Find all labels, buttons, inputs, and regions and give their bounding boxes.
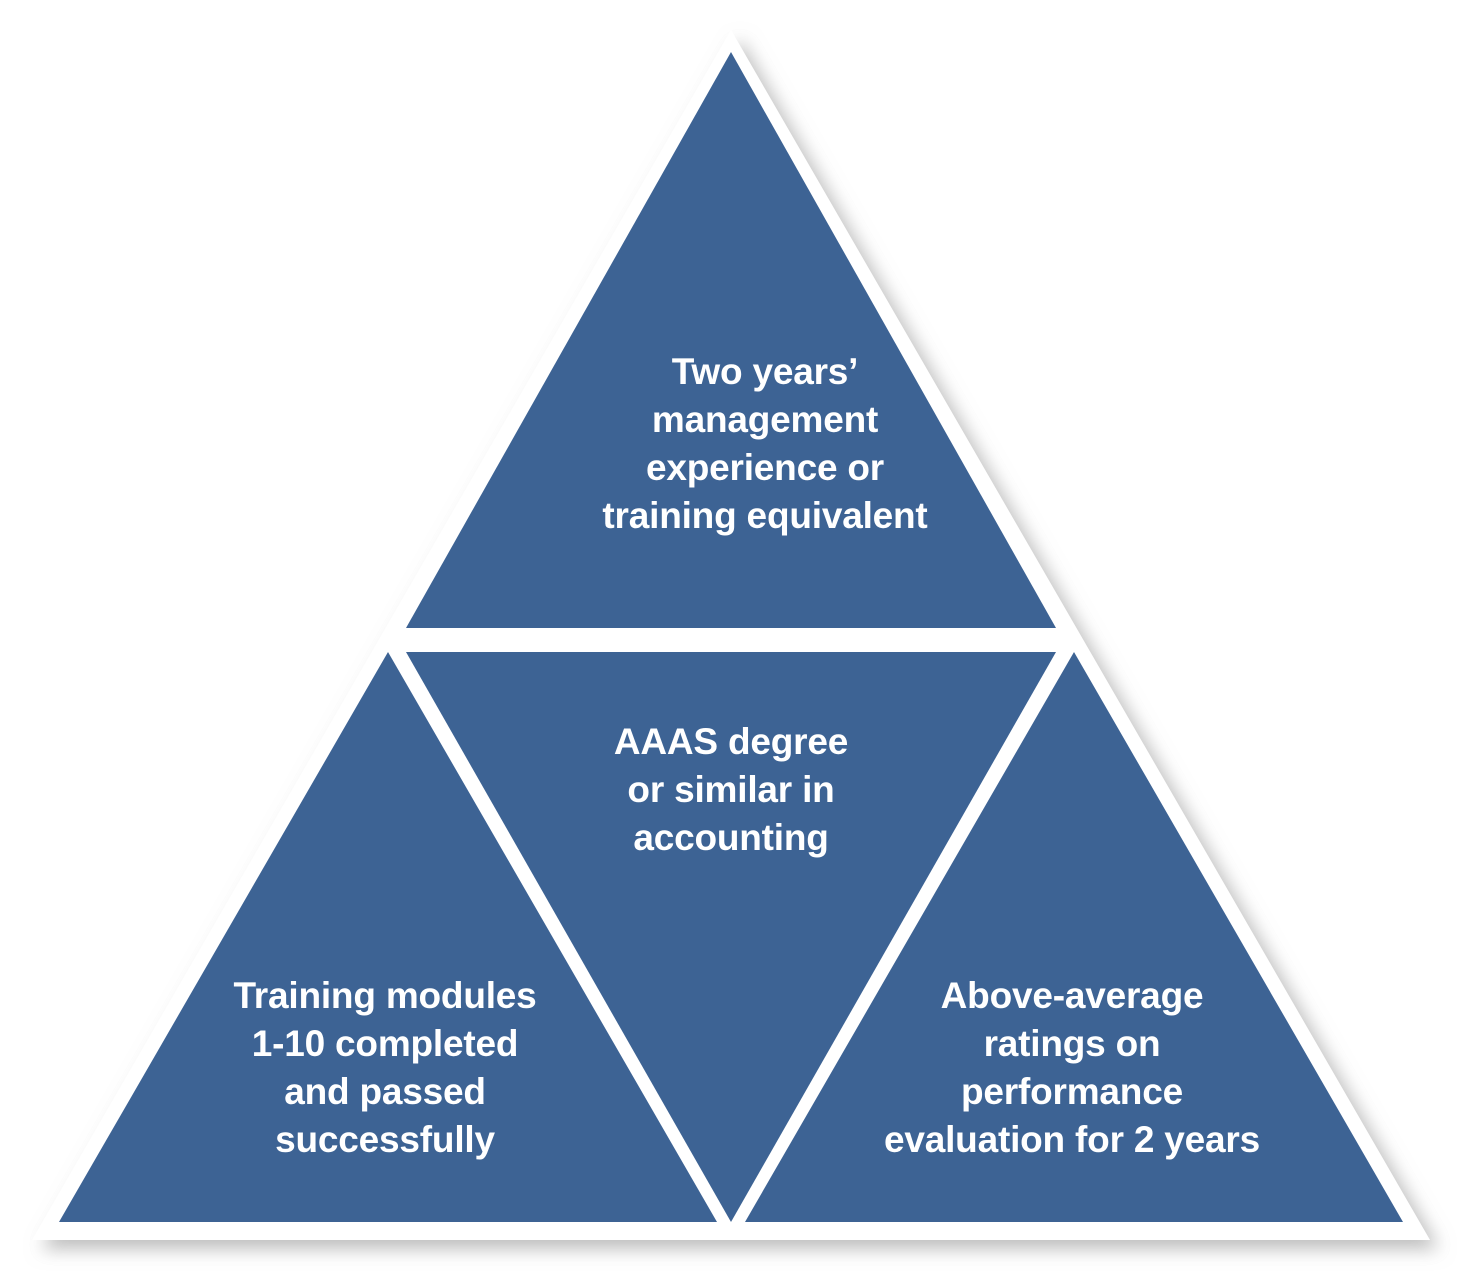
pyramid-segment-top[interactable] (406, 52, 1056, 628)
pyramid-segment-bottom-left[interactable] (59, 652, 717, 1222)
pyramid-segment-middle[interactable] (406, 652, 1056, 1222)
pyramid-segment-bottom-right[interactable] (745, 652, 1403, 1222)
